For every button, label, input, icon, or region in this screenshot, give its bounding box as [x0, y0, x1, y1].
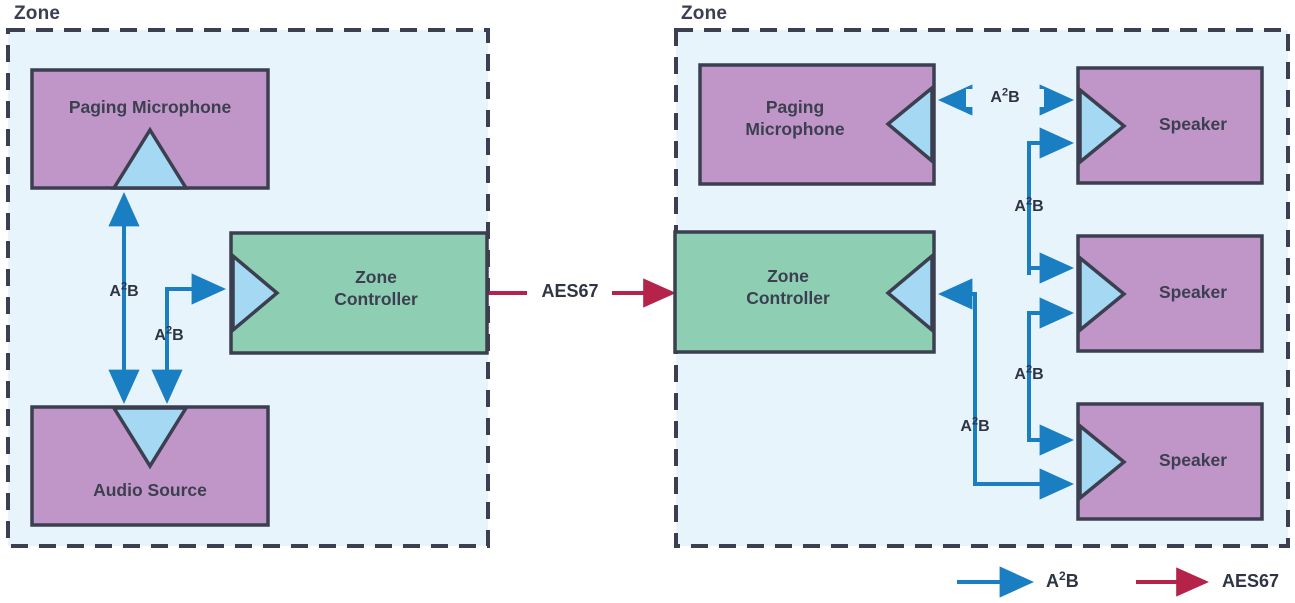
microphone-port-icon — [110, 126, 190, 190]
left-edge-label-controller-audiosource: A2B — [122, 324, 216, 345]
a2b-base: A — [1014, 198, 1026, 215]
right-zone-title: Zone — [681, 3, 728, 24]
a2b-tail: B — [172, 327, 184, 344]
controller-port-icon — [231, 252, 280, 334]
a2b-tail: B — [978, 418, 990, 435]
a2b-arrow-to-speaker3b — [973, 418, 1075, 500]
legend-a2b-base: A — [1046, 571, 1059, 591]
a2b-arrow-to-speaker2 — [1027, 252, 1075, 284]
left-paging-microphone-node[interactable] — [30, 68, 270, 190]
a2b-arrow-to-speaker2b — [1027, 297, 1075, 360]
a2b-arrow-to-controller — [165, 273, 227, 305]
speaker-port-icon — [1078, 86, 1127, 166]
right-edge-label-speaker3-controller: A2B — [936, 415, 1014, 436]
a2b-tail: B — [1032, 366, 1044, 383]
a2b-base: A — [154, 327, 166, 344]
a2b-tail: B — [1032, 198, 1044, 215]
a2b-sup: 2 — [1001, 86, 1009, 99]
a2b-base: A — [960, 418, 972, 435]
legend-a2b-sup: 2 — [1059, 569, 1066, 583]
right-speaker-1-node[interactable] — [1076, 66, 1264, 185]
right-edge-speaker1-speaker2 — [1027, 127, 1075, 284]
a2b-sup: 2 — [165, 324, 173, 337]
right-zone-controller-node[interactable] — [673, 230, 936, 354]
a2b-tail: B — [1008, 89, 1020, 106]
left-zone-controller-node[interactable] — [229, 231, 489, 355]
right-edge-label-mic-speaker1: A2B — [966, 86, 1044, 107]
left-audio-source-node[interactable] — [30, 405, 270, 527]
a2b-arrow-to-controller — [937, 278, 977, 418]
controller-port-icon — [885, 252, 934, 334]
legend-aes67-base: AES67 — [1222, 571, 1280, 591]
a2b-sup: 2 — [971, 415, 979, 428]
left-edge-label-mic-audiosource: A2B — [77, 280, 171, 301]
speaker-port-icon — [1078, 254, 1127, 334]
right-speaker-3-node[interactable] — [1076, 402, 1264, 521]
right-edge-label-speaker1-speaker2: A2B — [990, 195, 1068, 216]
legend-a2b-tail: B — [1065, 571, 1079, 591]
right-speaker-2-node[interactable] — [1076, 234, 1264, 353]
left-zone-title: Zone — [14, 3, 61, 24]
left-zone-controller-box[interactable] — [229, 231, 489, 355]
aes67-interconnect-label: AES67 — [541, 281, 599, 301]
legend-label-a2b: A2B — [1046, 569, 1079, 592]
right-edge-speaker3-controller — [937, 278, 1075, 500]
a2b-sup: 2 — [1025, 363, 1033, 376]
a2b-sup: 2 — [1025, 195, 1033, 208]
microphone-port-icon — [885, 84, 934, 165]
right-edge-speaker2-speaker3 — [1027, 297, 1075, 456]
left-edge-controller-audiosource — [151, 273, 227, 405]
right-edge-label-speaker2-speaker3: A2B — [990, 363, 1068, 384]
a2b-tail: B — [127, 283, 139, 300]
legend-label-aes67: AES67 — [1222, 571, 1279, 592]
speaker-port-icon — [1078, 422, 1127, 502]
audio-source-port-icon — [110, 406, 190, 470]
a2b-base: A — [109, 283, 121, 300]
right-paging-microphone-node[interactable] — [698, 63, 936, 186]
a2b-base: A — [990, 89, 1002, 106]
a2b-sup: 2 — [120, 280, 128, 293]
a2b-base: A — [1014, 366, 1026, 383]
a2b-arrow-to-speaker3 — [1027, 360, 1075, 456]
a2b-arrow-to-speaker1 — [1027, 127, 1075, 275]
